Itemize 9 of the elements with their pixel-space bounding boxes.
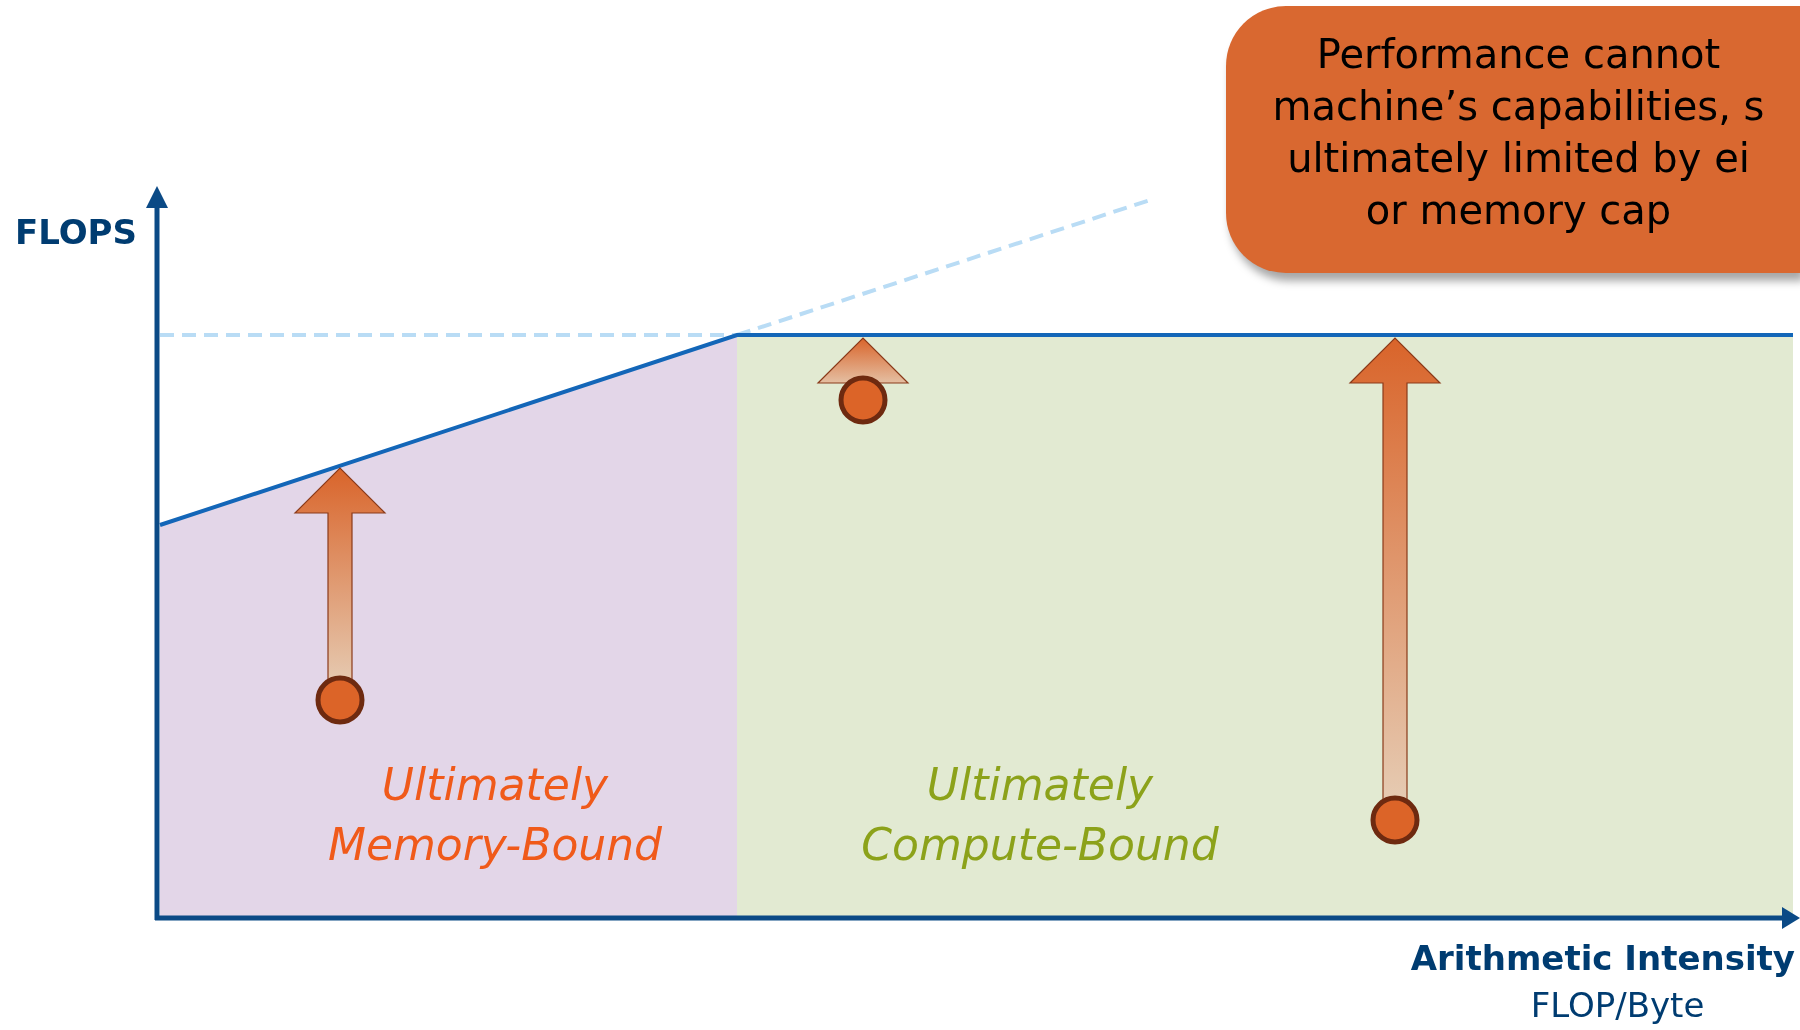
compute-bound-region	[737, 335, 1793, 918]
callout-box	[1226, 6, 1800, 273]
memory-bound-region	[160, 335, 737, 918]
axis-title: FLOPS	[15, 212, 138, 252]
callout-text: Performance cannot machine’s capabilities, s ultimately limited by ei or memory cap	[1271, 30, 1766, 235]
region-label: Ultimately Compute-Bound	[860, 758, 1220, 872]
region-label: Ultimately Memory-Bound	[326, 758, 664, 872]
axis-unit: FLOP/Byte	[1529, 985, 1706, 1025]
axis-title: Arithmetic Intensity	[1409, 938, 1795, 978]
